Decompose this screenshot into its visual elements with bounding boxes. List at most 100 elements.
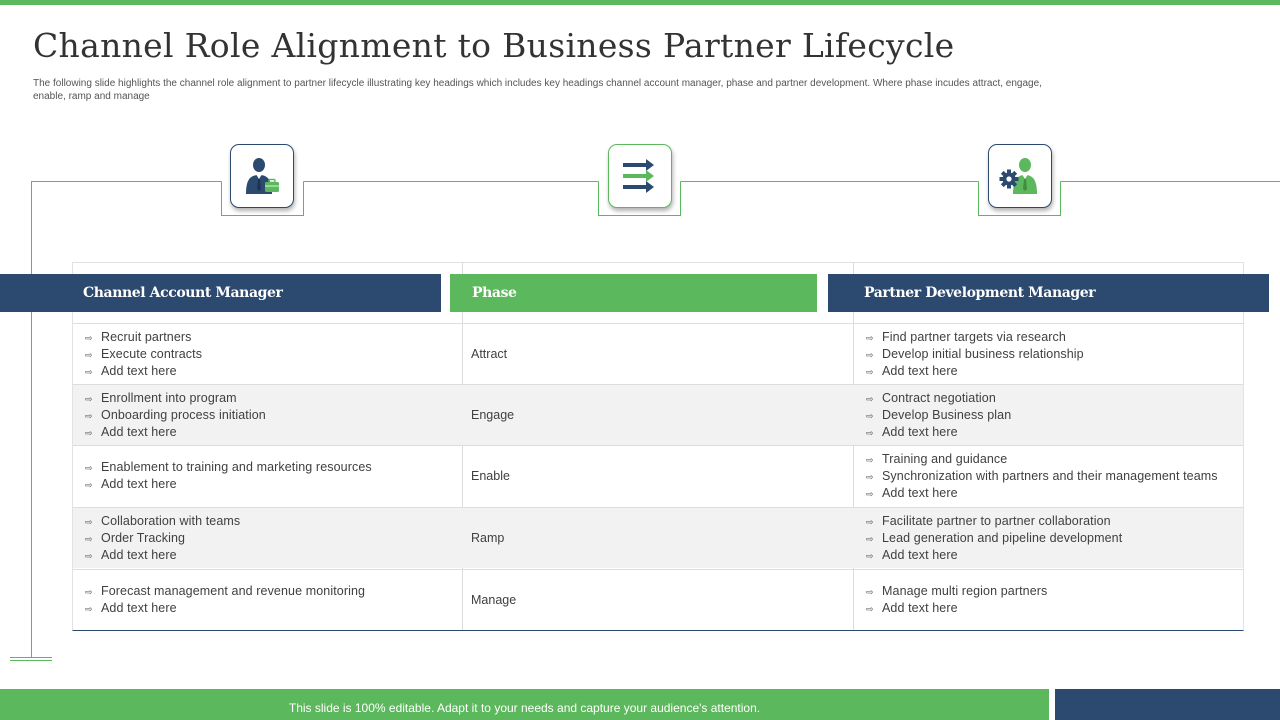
item-text: Develop initial business relationship [882,346,1084,361]
arrow-bullet-icon: ⇨ [866,454,874,465]
arrow-bullet-icon: ⇨ [866,366,874,377]
phase-cell: Ramp [471,508,851,568]
businessman-icon-box [230,144,294,208]
arrow-bullet-icon: ⇨ [85,427,93,438]
arrow-bullet-icon: ⇨ [866,550,874,561]
table-row: ⇨ Collaboration with teams ⇨ Order Trackin… [73,507,1243,568]
list-item: ⇨ Training and guidance [866,451,1241,468]
item-text: Add text here [101,477,177,491]
table-row: ⇨ Enablement to training and marketing re… [73,445,1243,506]
item-text: Manage multi region partners [882,584,1048,598]
list-item: ⇨ Lead generation and pipeline developmen… [866,530,1241,547]
footer-note: This slide is 100% editable. Adapt it to… [288,700,761,715]
cam-cell: ⇨ Enablement to training and marketing re… [85,446,460,506]
arrow-bullet-icon: ⇨ [866,533,874,544]
item-text: Onboarding process initiation [101,407,266,422]
list-item: ⇨Recruit partners [85,329,460,346]
list-item: ⇨ Add text here [866,363,1241,380]
header-label: Partner Development Manager [864,285,1096,301]
pdm-cell: ⇨ Find partner targets via research ⇨ Deve… [866,324,1241,384]
arrow-bullet-icon: ⇨ [866,604,874,614]
arrow-bullet-icon: ⇨ [85,393,93,404]
footer-accent-block [1055,689,1280,720]
item-text: Find partner targets via research [882,329,1066,344]
table-row: ⇨Forecast management and revenue monitor… [73,569,1243,630]
slide-description: The following slide highlights the chann… [33,78,1042,102]
arrow-bullet-icon: ⇨ [866,516,874,527]
item-text: Add text here [882,601,958,615]
item-text: Synchronization with partners and their … [882,468,1218,483]
arrow-bullet-icon: ⇨ [85,550,93,561]
header-label: Channel Account Manager [83,285,283,301]
item-text: Add text here [101,601,177,615]
cam-cell: ⇨Forecast management and revenue monitor… [85,570,460,630]
list-item: ⇨Forecast management and revenue monitor… [85,583,460,600]
phase-cell: Enable [471,446,851,506]
arrow-bullet-icon: ⇨ [85,410,93,421]
header-channel-account-manager: Channel Account Manager [0,274,441,312]
header-partner-development-manager: Partner Development Manager [828,274,1269,312]
list-item: ⇨ Synchronization with partners and their… [866,468,1241,485]
list-item: ⇨ Develop initial business relationship [866,346,1241,363]
item-text: Order Tracking [101,530,186,545]
pdm-cell: ⇨ Manage multi region partners ⇨ Add text … [866,570,1241,630]
pdm-cell: ⇨ Contract negotiation ⇨ Develop Business … [866,385,1241,445]
cam-cell: ⇨ Collaboration with teams ⇨ Order Trackin… [85,508,460,568]
arrow-bullet-icon: ⇨ [866,332,874,343]
list-item: ⇨ Enrollment into program [85,390,460,407]
item-text: Collaboration with teams [101,513,241,528]
arrow-bullet-icon: ⇨ [866,471,874,482]
item-text: Enrollment into program [101,390,237,405]
phase-cell: Engage [471,385,851,445]
item-text: Training and guidance [882,451,1008,466]
column-divider [462,262,463,630]
list-item: ⇨ Collaboration with teams [85,513,460,530]
list-item: ⇨ Contract negotiation [866,390,1241,407]
item-text: Enablement to training and marketing res… [101,460,372,474]
phase-label: Ramp [471,531,505,545]
list-item: ⇨Add text here [85,363,460,380]
arrow-bullet-icon: ⇨ [866,410,874,421]
arrow-bullet-icon: ⇨ [85,516,93,527]
list-item: ⇨Facilitate partner to partner collabora… [866,513,1241,530]
businessman-icon [246,158,279,194]
top-accent-bar [0,0,1280,5]
cam-cell: ⇨Recruit partners ⇨Execute contracts ⇨Ad… [85,324,460,384]
arrow-bullet-icon: ⇨ [85,533,93,544]
arrows-right-icon-box [608,144,672,208]
item-text: Add text here [882,363,958,378]
header-label: Phase [472,285,517,301]
item-text: Contract negotiation [882,390,996,405]
item-text: Add text here [882,424,958,439]
pdm-cell: ⇨Facilitate partner to partner collabora… [866,508,1241,568]
gear-person-icon-box [988,144,1052,208]
item-text: Recruit partners [101,329,192,344]
arrow-bullet-icon: ⇨ [85,349,93,360]
pdm-cell: ⇨ Training and guidance ⇨ Synchronization … [866,446,1241,506]
item-text: Add text here [101,363,177,378]
phase-cell: Manage [471,570,851,630]
arrow-bullet-icon: ⇨ [85,480,93,490]
list-item: ⇨ Add text here [866,600,1241,617]
item-text: Add text here [101,424,177,439]
phase-cell: Attract [471,324,851,384]
arrow-bullet-icon: ⇨ [85,604,93,614]
list-item: ⇨ Add text here [866,424,1241,441]
table-row: ⇨Recruit partners ⇨Execute contracts ⇨Ad… [73,323,1243,384]
list-item: ⇨ Find partner targets via research [866,329,1241,346]
list-item: ⇨Execute contracts [85,346,460,363]
arrow-bullet-icon: ⇨ [866,349,874,360]
list-item: ⇨Add text here [866,547,1241,564]
list-item: ⇨Add text here [866,485,1241,502]
item-text: Lead generation and pipeline development [882,530,1123,545]
list-item: ⇨ Add text here [85,476,460,493]
item-text: Develop Business plan [882,407,1012,422]
arrow-bullet-icon: ⇨ [866,587,874,597]
column-divider [853,262,854,630]
arrow-bullet-icon: ⇨ [866,427,874,438]
cam-cell: ⇨ Enrollment into program ⇨ Onboarding pro… [85,385,460,445]
list-item: ⇨ Add text here [85,424,460,441]
header-phase: Phase [450,274,817,312]
item-text: Add text here [101,547,177,562]
arrow-bullet-icon: ⇨ [866,393,874,404]
